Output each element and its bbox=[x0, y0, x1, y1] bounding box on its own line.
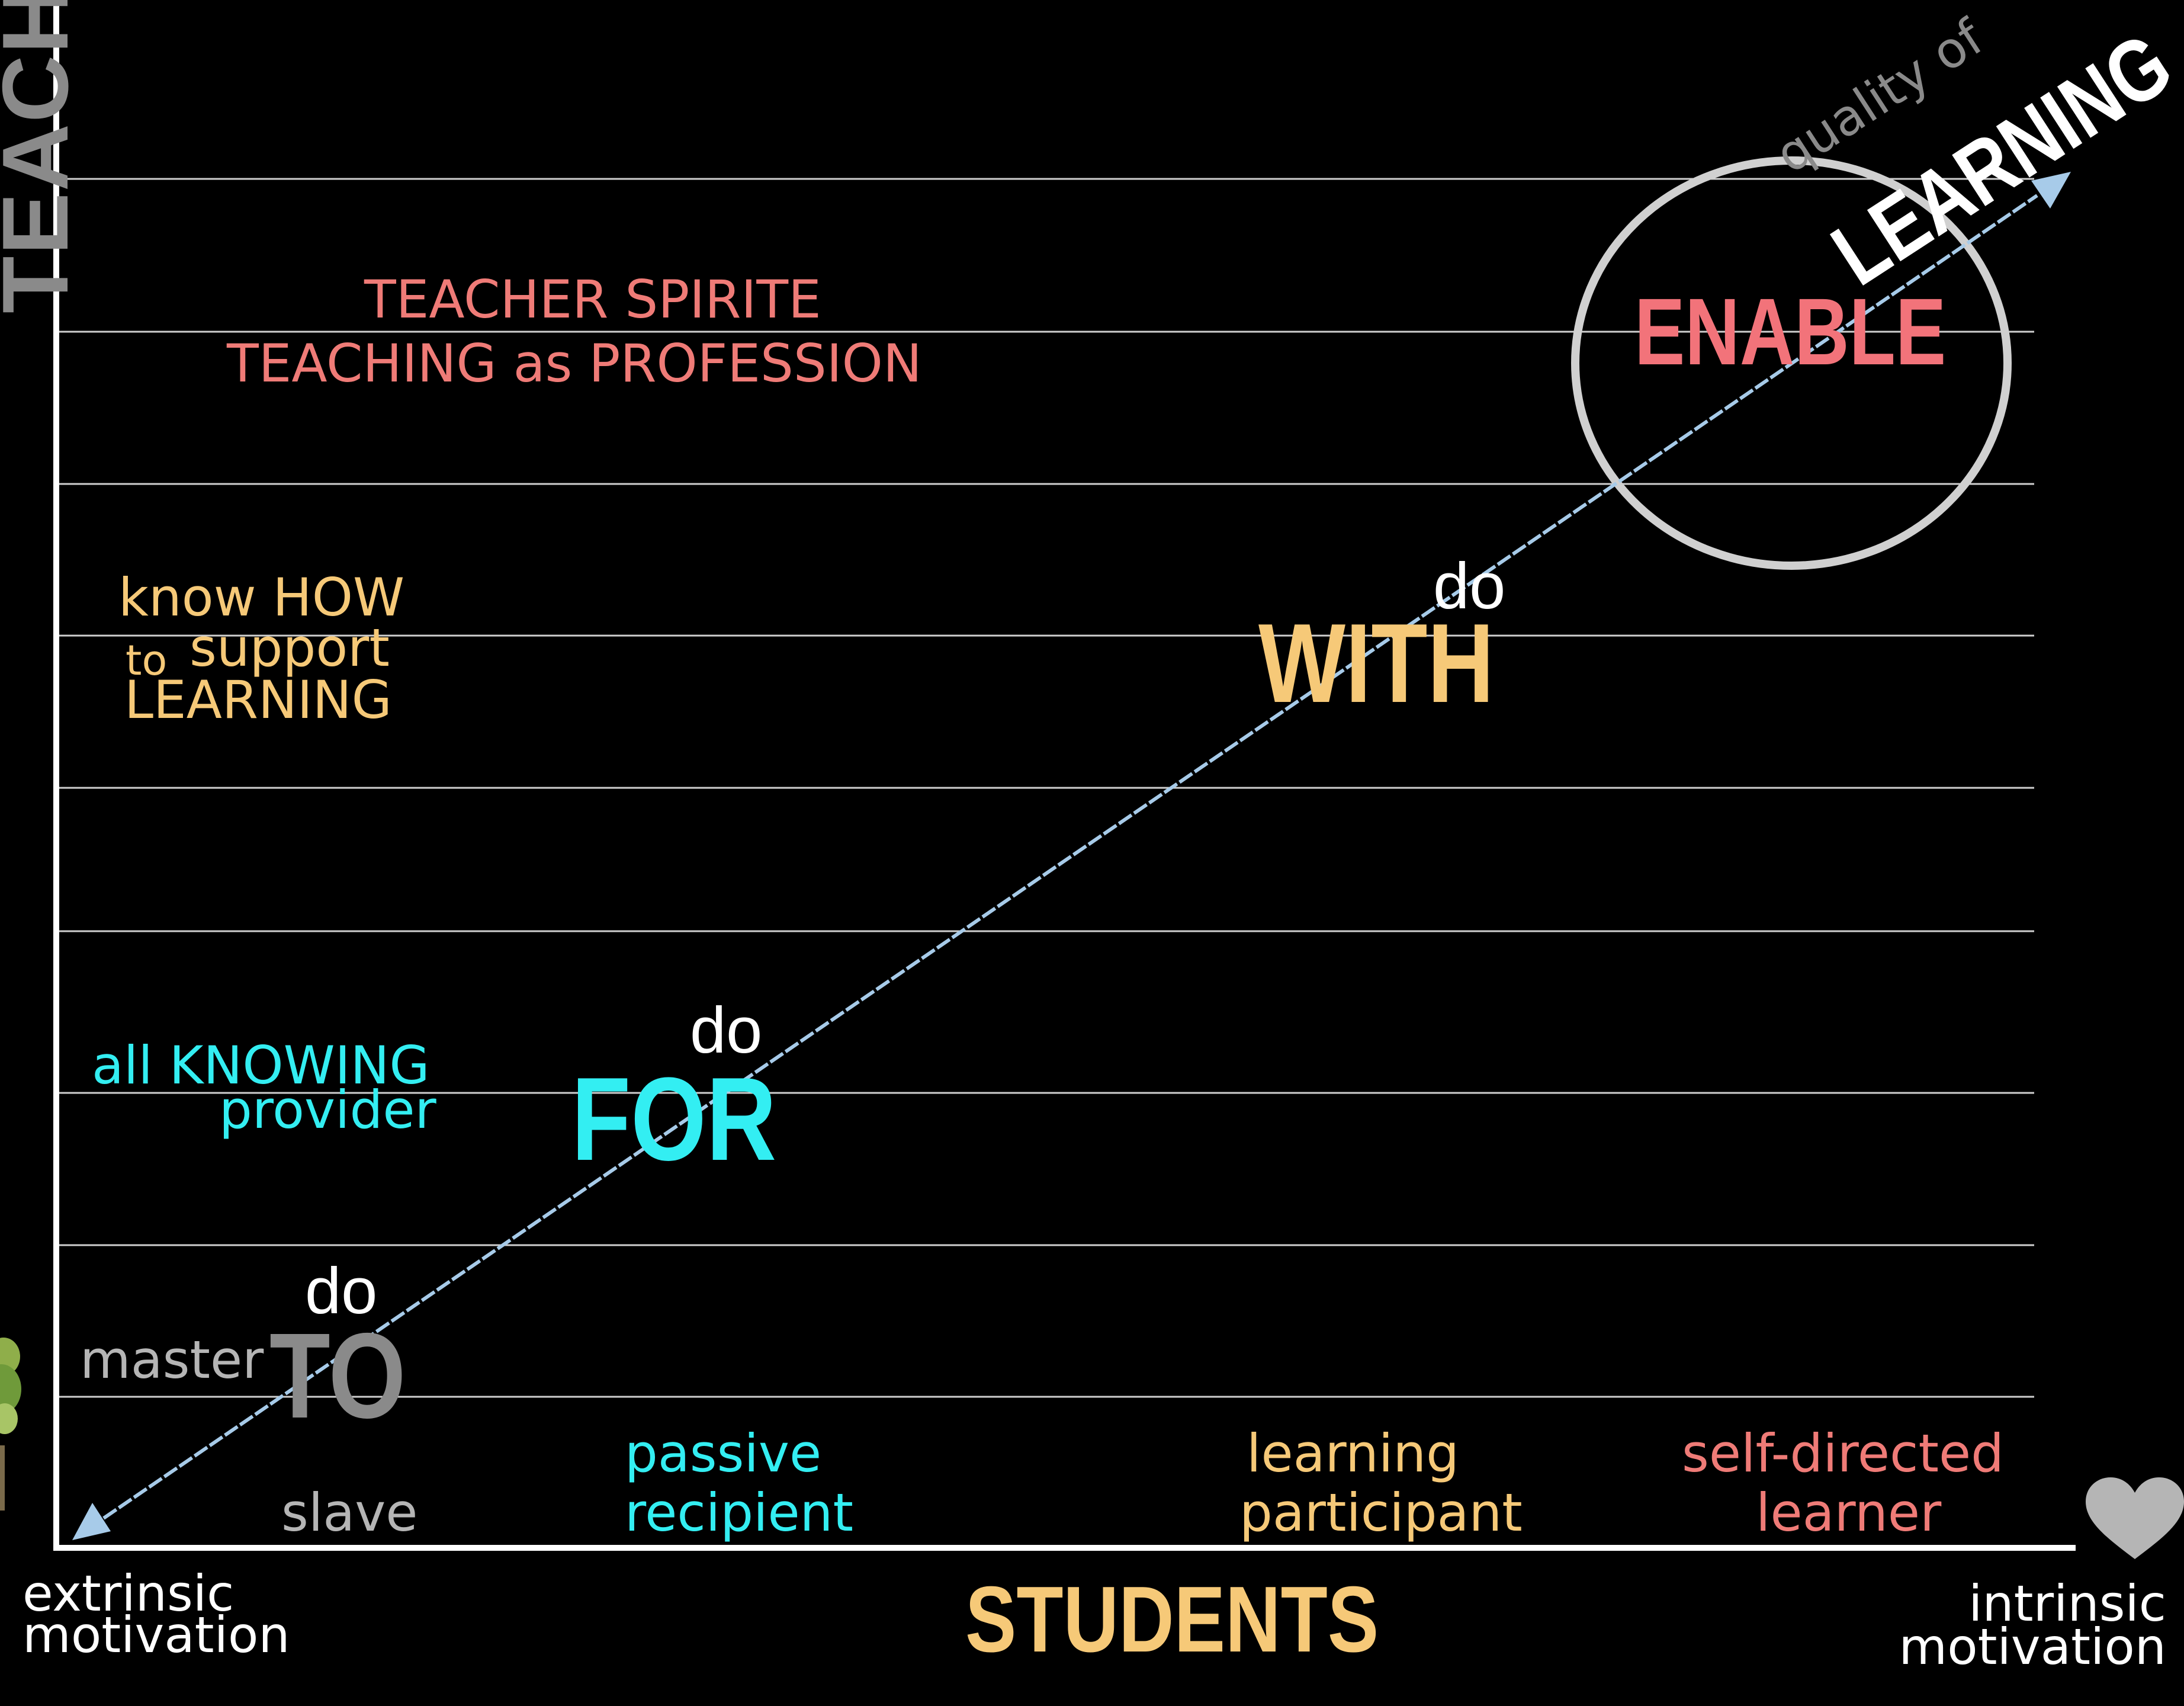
tree-foliage bbox=[0, 1403, 18, 1434]
intrinsic-label: intrinsic bbox=[1968, 1574, 2166, 1633]
teacher-spirite-label: TEACHER SPIRITE bbox=[364, 269, 821, 330]
to-word: TO bbox=[269, 1308, 406, 1444]
extrinsic-label: extrinsic bbox=[23, 1564, 235, 1622]
arrow-head-bottom bbox=[72, 1503, 111, 1540]
tree-trunk bbox=[0, 1445, 5, 1511]
participant-label: participant bbox=[1239, 1482, 1523, 1543]
enable-circle bbox=[1571, 156, 2012, 570]
grid-lines bbox=[59, 178, 2034, 1398]
x-axis-title: STUDENTS bbox=[965, 1567, 1379, 1672]
with-do: do bbox=[1433, 550, 1506, 623]
intrinsic-label-line2: motivation bbox=[1899, 1618, 2166, 1676]
learner-label: learner bbox=[1756, 1482, 1942, 1543]
self-directed-label: self-directed bbox=[1682, 1423, 2004, 1484]
for-do: do bbox=[690, 994, 763, 1067]
passive-label: passive bbox=[625, 1423, 822, 1484]
tree-foliage bbox=[0, 1364, 21, 1414]
to-label: to bbox=[126, 636, 168, 685]
heart-icon bbox=[2086, 1477, 2184, 1559]
all-knowing-label: all KNOWING bbox=[92, 1035, 430, 1096]
teaching-profession-label: TEACHING as PROFESSION bbox=[227, 333, 922, 394]
with-word: WITH bbox=[1258, 601, 1495, 726]
tree-icon bbox=[0, 1338, 21, 1511]
master-label: master bbox=[80, 1329, 264, 1390]
to-do: do bbox=[305, 1255, 378, 1327]
support-label: support bbox=[190, 617, 390, 678]
extrinsic-label-line2: motivation bbox=[23, 1606, 290, 1664]
learning-participant-label: learning bbox=[1247, 1423, 1460, 1484]
learning-arrow bbox=[72, 172, 2071, 1540]
learning-support-label: LEARNING bbox=[124, 669, 392, 730]
provider-label: provider bbox=[219, 1079, 436, 1140]
enable-word: ENABLE bbox=[1634, 278, 1947, 384]
know-how-label: know HOW bbox=[118, 567, 404, 628]
recipient-label: recipient bbox=[625, 1482, 853, 1543]
y-axis-title: TEACHER bbox=[0, 0, 88, 313]
arrow-head-top bbox=[2031, 172, 2071, 209]
arrow-shaft bbox=[102, 194, 2038, 1520]
slave-label: slave bbox=[281, 1482, 418, 1543]
for-word: FOR bbox=[571, 1053, 777, 1185]
